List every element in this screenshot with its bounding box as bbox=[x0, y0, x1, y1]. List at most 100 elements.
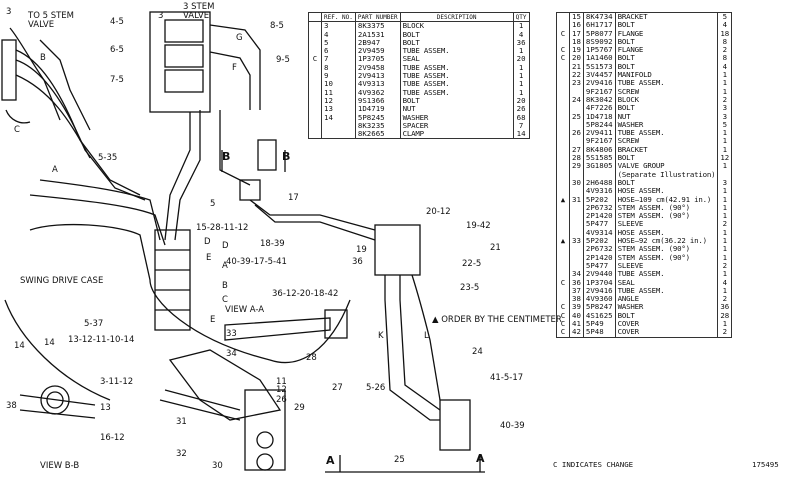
cell-desc: TUBE ASSEM. bbox=[399, 88, 514, 97]
callout-label: A bbox=[52, 165, 58, 175]
cell-desc: BOLT bbox=[614, 103, 718, 113]
cell-part: 4V9362 bbox=[354, 88, 401, 97]
callout-label: 31 bbox=[176, 417, 187, 427]
cell-ref bbox=[569, 245, 584, 254]
cell-qty: 5 bbox=[717, 120, 732, 130]
cell-part: 1P5767 bbox=[582, 45, 616, 55]
cell-qty: 1 bbox=[717, 186, 732, 196]
cell-mark bbox=[557, 146, 570, 154]
callout-label: 40-39-17-5-41 bbox=[226, 257, 287, 267]
cell-ref: 21 bbox=[569, 62, 584, 72]
cell-mark bbox=[309, 130, 322, 139]
cell-part: 8K3375 bbox=[354, 22, 401, 31]
cell-qty: 5 bbox=[717, 12, 732, 22]
cell-part: 2V9459 bbox=[354, 46, 401, 56]
cell-mark: C bbox=[312, 54, 318, 64]
callout-label: 36 bbox=[352, 257, 363, 267]
cell-ref: 42 bbox=[569, 328, 584, 338]
cell-mark: C bbox=[560, 302, 566, 312]
label-view-bb: VIEW B-B bbox=[40, 461, 79, 471]
cell-desc: STEM ASSEM. (90°) bbox=[614, 245, 718, 254]
callout-label: 3 bbox=[6, 7, 11, 17]
cell-qty: 3 bbox=[717, 103, 732, 113]
view-b-fitting bbox=[257, 139, 277, 171]
cell-qty: 2 bbox=[717, 261, 732, 271]
cell-part: 5P8077 bbox=[582, 29, 616, 38]
cell-desc: TUBE ASSEM. bbox=[399, 63, 514, 73]
cell-qty: 1 bbox=[717, 79, 732, 88]
cell-mark bbox=[557, 262, 570, 270]
cell-ref: 5 bbox=[321, 38, 356, 48]
cell-desc: BOLT bbox=[399, 96, 514, 106]
cell-mark: C bbox=[560, 318, 566, 328]
cell-part: 4V9313 bbox=[354, 80, 401, 89]
cell-qty: 28 bbox=[717, 311, 732, 320]
cell-qty: 36 bbox=[512, 38, 529, 48]
cell-ref bbox=[569, 87, 584, 96]
cell-qty: 1 bbox=[512, 80, 529, 89]
cell-mark: C bbox=[560, 45, 566, 55]
cell-part: 2V9411 bbox=[582, 128, 616, 138]
cell-qty: 3 bbox=[717, 178, 732, 188]
callout-label: C bbox=[14, 125, 20, 135]
callout-label: 5-35 bbox=[98, 153, 117, 163]
cell-desc: (Separate Illustration) bbox=[614, 170, 718, 179]
callout-label: 21 bbox=[490, 243, 501, 253]
cell-ref bbox=[321, 121, 356, 131]
table-row: 2P6732 STEM ASSEM. (90°)1 bbox=[557, 245, 732, 254]
cell-desc: BOLT bbox=[614, 62, 718, 72]
cell-qty: 36 bbox=[717, 303, 732, 312]
cell-ref bbox=[569, 261, 584, 271]
cell-desc: TUBE ASSEM. bbox=[614, 128, 718, 138]
callout-label: 4-5 bbox=[110, 17, 124, 27]
drawing-number: 175495 bbox=[752, 460, 779, 469]
cell-mark: ▲ bbox=[560, 194, 566, 204]
cell-desc: SCREW bbox=[614, 87, 718, 96]
cell-desc: VALVE GROUP bbox=[614, 162, 718, 171]
cell-part: 1A1460 bbox=[582, 54, 616, 63]
cell-ref: 22 bbox=[569, 70, 584, 80]
cell-desc: TUBE ASSEM. bbox=[399, 46, 514, 56]
callout-label: 14 bbox=[44, 338, 55, 348]
cell-ref bbox=[569, 104, 584, 113]
cell-ref: 16 bbox=[569, 20, 584, 30]
cell-part: 5S1573 bbox=[582, 62, 616, 72]
cell-mark: C bbox=[560, 310, 566, 320]
cell-part: 5P8244 bbox=[582, 120, 616, 130]
cell-part: 8K3235 bbox=[354, 121, 401, 131]
cell-ref: 40 bbox=[569, 311, 584, 320]
cell-desc: BOLT bbox=[399, 38, 514, 48]
cell-qty: 14 bbox=[512, 130, 529, 139]
cell-part: 9F2167 bbox=[582, 137, 616, 146]
cell-part: 2V9413 bbox=[354, 71, 401, 81]
cell-ref bbox=[569, 120, 584, 130]
cell-qty: 1 bbox=[717, 195, 732, 204]
cell-ref: 15 bbox=[569, 12, 584, 22]
cell-desc: HOSE ASSEM. bbox=[614, 186, 718, 196]
cell-ref bbox=[569, 203, 584, 213]
cell-ref bbox=[569, 212, 584, 221]
cell-qty: 1 bbox=[717, 145, 732, 155]
cell-part: 3G1805 bbox=[582, 162, 616, 171]
cell-part: 4V9360 bbox=[582, 294, 616, 304]
cell-mark bbox=[557, 220, 570, 228]
cell-qty: 1 bbox=[512, 88, 529, 97]
cell-qty: 1 bbox=[512, 71, 529, 81]
cell-part: 5P8247 bbox=[582, 303, 616, 312]
cell-mark bbox=[557, 129, 570, 137]
callout-label: B bbox=[222, 281, 228, 291]
cell-part: 2V9416 bbox=[582, 286, 616, 296]
three-stem-valve bbox=[149, 11, 211, 113]
